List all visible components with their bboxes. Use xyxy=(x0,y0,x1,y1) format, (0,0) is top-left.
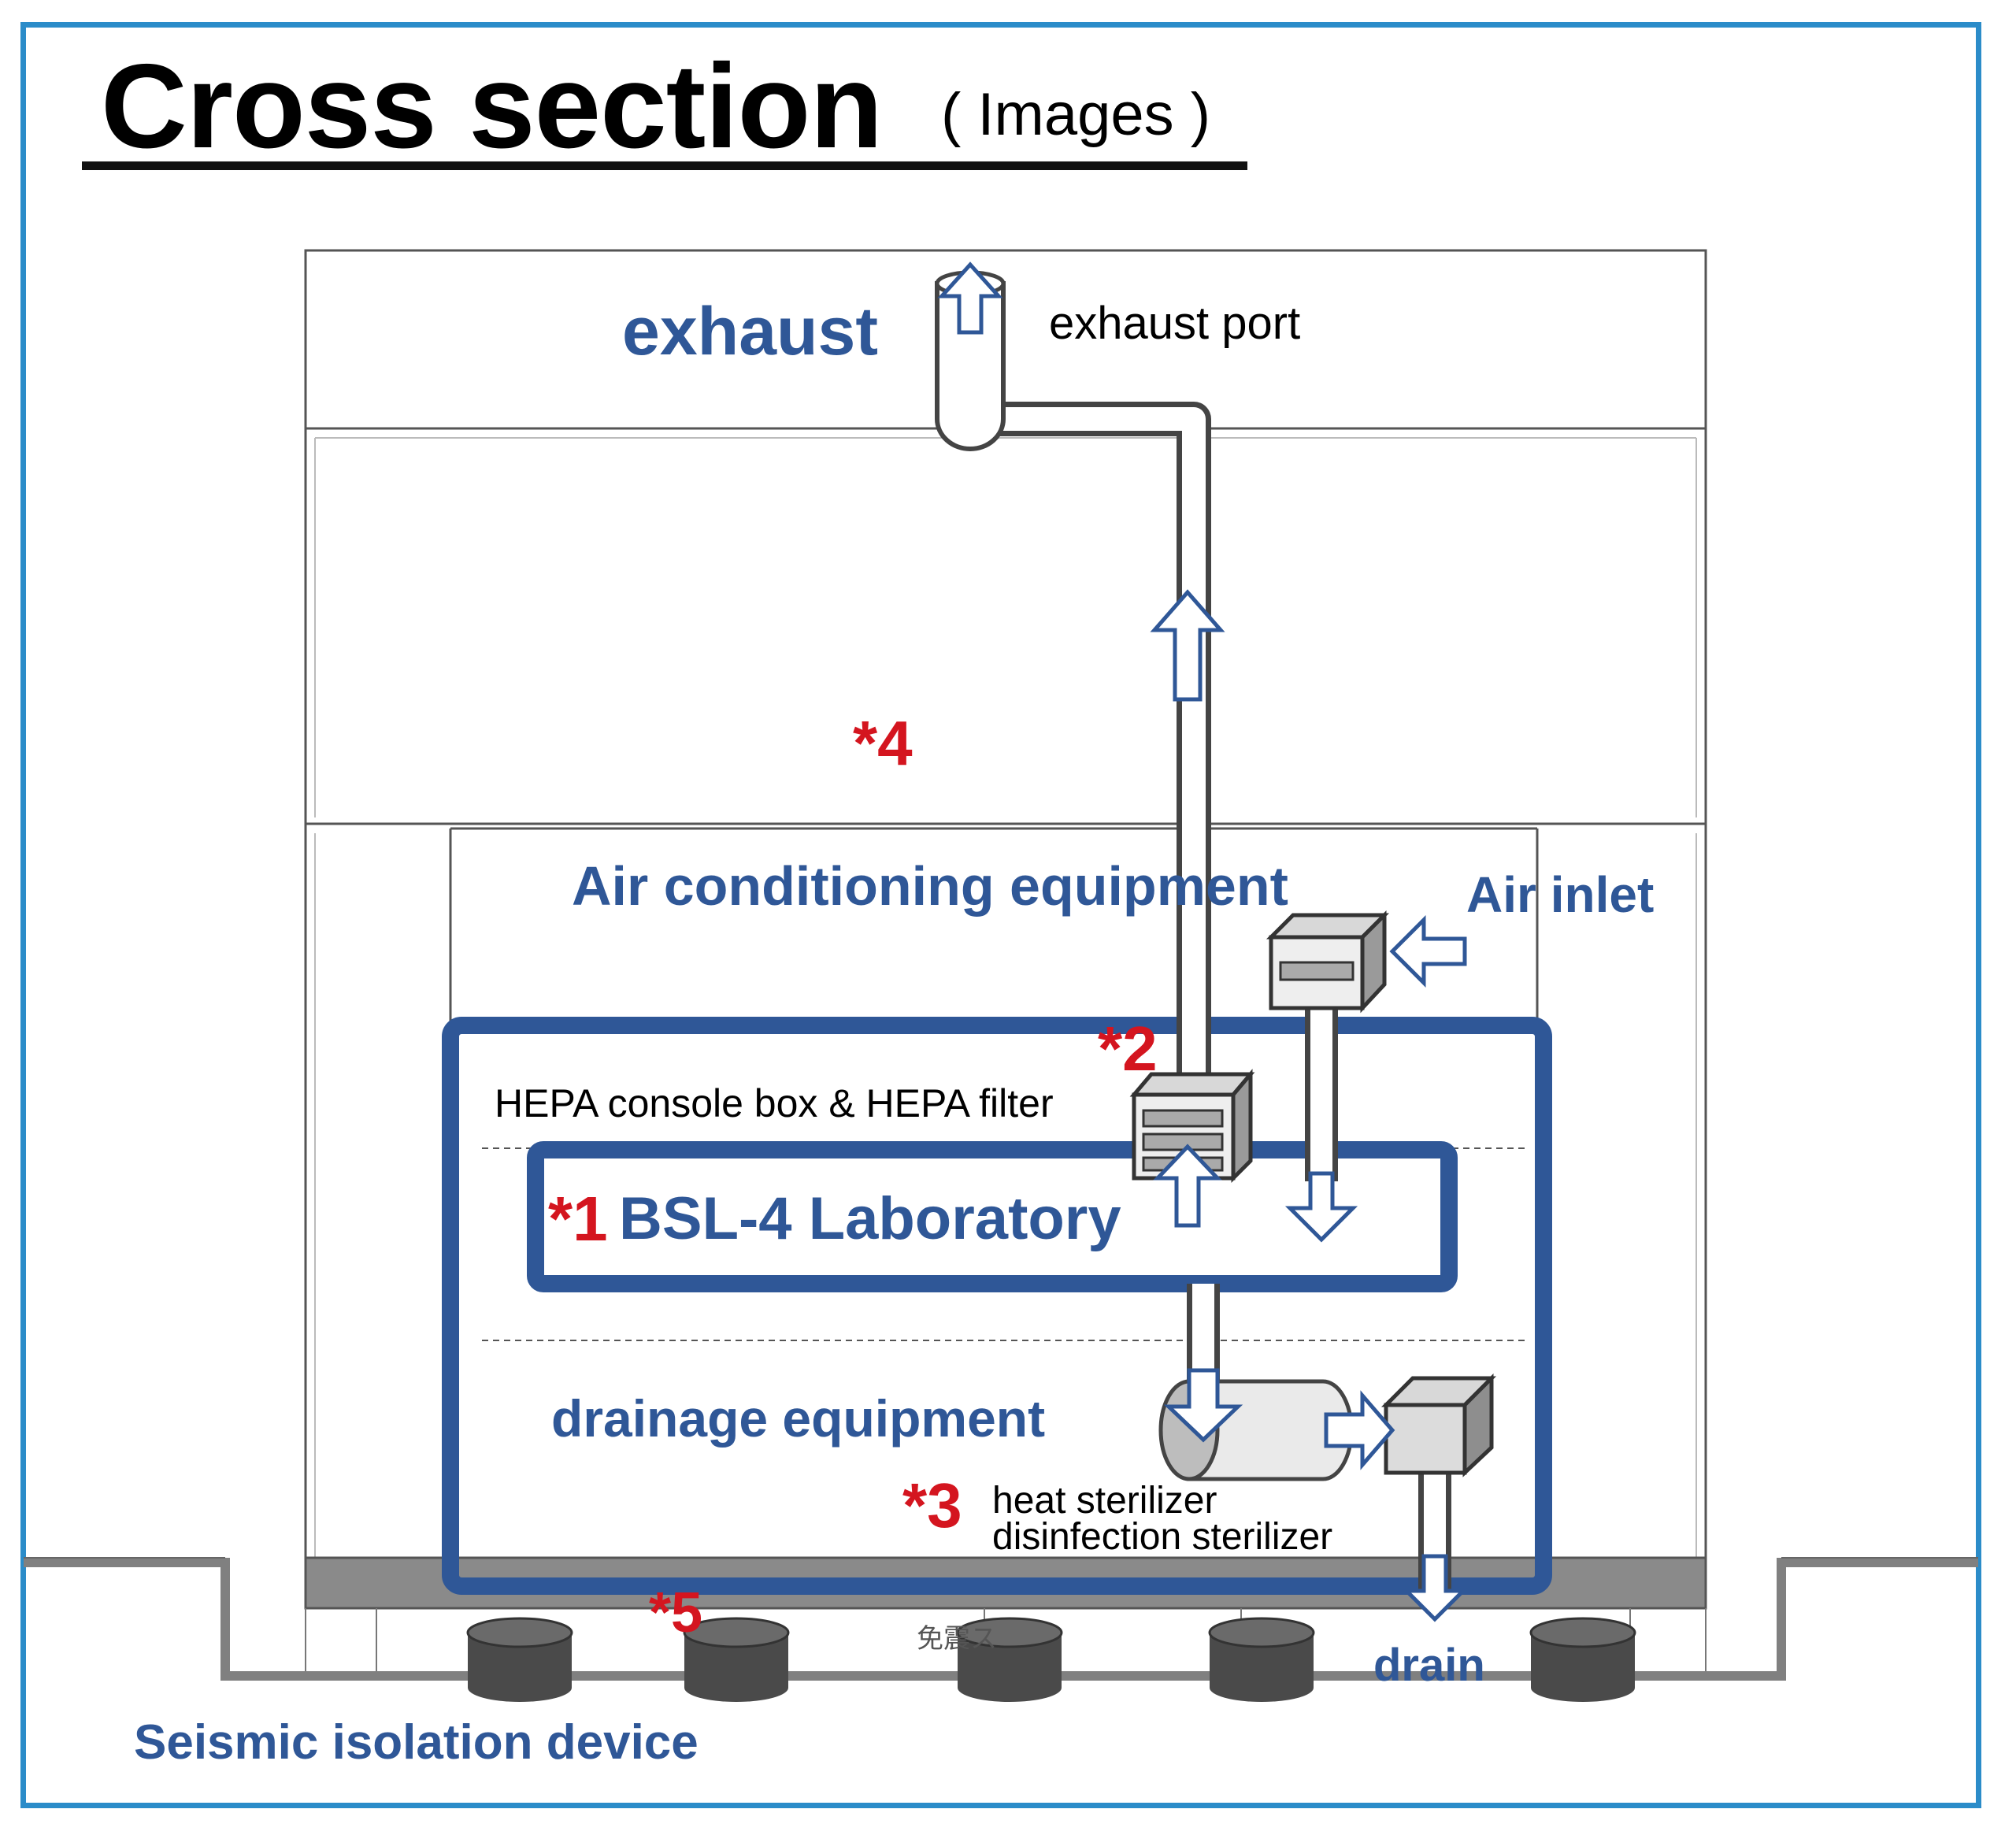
drainage-label: drainage equipment xyxy=(551,1389,1046,1448)
title-underline xyxy=(82,161,1247,170)
supply-down-arrow xyxy=(1284,1171,1358,1243)
drain-down-arrow xyxy=(1163,1368,1243,1443)
bsl4-lab-box xyxy=(527,1141,1458,1292)
marker-1: *1 xyxy=(548,1184,608,1254)
final-drain-arrow xyxy=(1401,1554,1469,1622)
bsl4-lab-label: BSL-4 Laboratory xyxy=(619,1185,1121,1252)
heat-sterilizer-label: heat sterilizer xyxy=(992,1480,1217,1522)
bearing xyxy=(683,1617,790,1702)
disinfection-sterilizer-label: disinfection sterilizer xyxy=(992,1516,1333,1558)
seismic-bearings xyxy=(466,1617,1636,1702)
air-inlet-arrow xyxy=(1389,914,1467,988)
bearing xyxy=(1529,1617,1636,1702)
tank-to-box-arrow xyxy=(1324,1390,1395,1470)
page-title: Cross section xyxy=(101,39,883,173)
bearing xyxy=(956,1617,1063,1702)
disinfection-sterilizer-box xyxy=(1380,1373,1497,1477)
hepa-up-arrow xyxy=(1153,1144,1222,1228)
duct-up-arrow xyxy=(1150,589,1225,702)
seismic-isolation-label: Seismic isolation device xyxy=(134,1715,699,1770)
air-inlet-label: Air inlet xyxy=(1466,866,1655,923)
marker-2: *2 xyxy=(1098,1014,1158,1084)
outer-frame xyxy=(20,22,1981,1808)
hepa-label: HEPA console box & HEPA filter xyxy=(495,1081,1054,1125)
hepa-console-box xyxy=(1129,1069,1255,1184)
flow-arrows xyxy=(937,261,1469,1622)
marker-5: *5 xyxy=(649,1581,703,1644)
exhaust-duct xyxy=(976,402,1211,1128)
japanese-isolation-text: 免震ス xyxy=(917,1624,997,1654)
bearing xyxy=(1208,1617,1315,1702)
exhaust-port-label: exhaust port xyxy=(1049,298,1301,349)
marker-4: *4 xyxy=(853,708,913,778)
exhaust-arrow xyxy=(937,261,1003,335)
page-subtitle: ( Images ) xyxy=(941,81,1211,148)
drain-label: drain xyxy=(1373,1640,1485,1691)
bearing xyxy=(466,1617,573,1702)
marker-3: *3 xyxy=(902,1470,962,1540)
containment-zone-box xyxy=(442,1017,1552,1595)
air-conditioning-label: Air conditioning equipment xyxy=(572,855,1288,917)
exhaust-label: exhaust xyxy=(622,294,879,369)
air-inlet-unit xyxy=(1266,910,1390,1014)
